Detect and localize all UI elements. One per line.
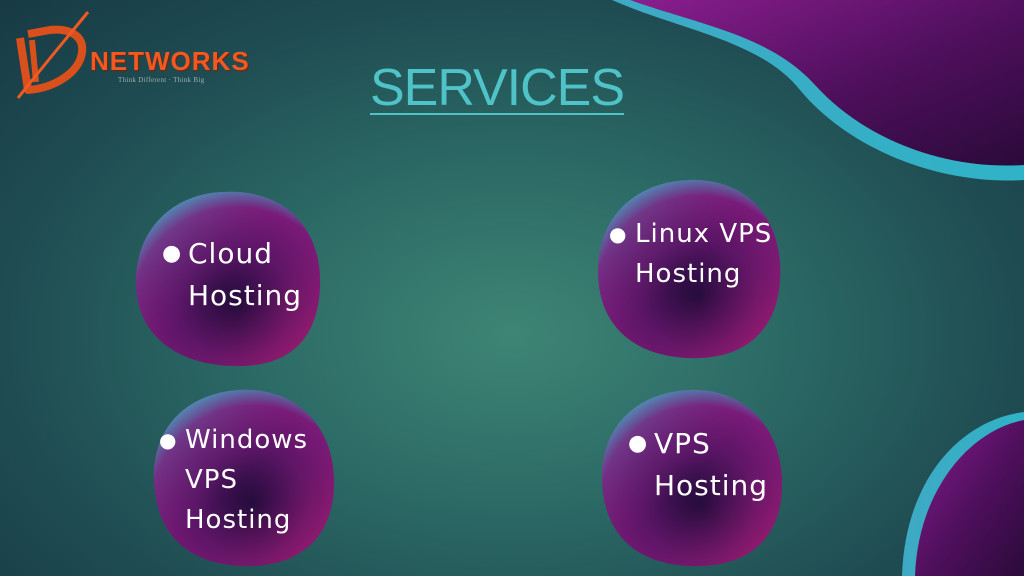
bullet-icon: ● <box>159 428 178 452</box>
service-item-linux-vps-hosting: ● Linux VPS Hosting <box>609 214 772 294</box>
logo-d-icon <box>16 11 90 99</box>
service-item-vps-hosting: ● VPS Hosting <box>628 423 768 507</box>
logo-tagline: Think Different · Think Big <box>118 76 205 84</box>
page-title: SERVICES <box>370 59 625 117</box>
service-blob-vps <box>601 389 783 567</box>
service-item-windows-vps-hosting: ● Windows VPS Hosting <box>159 420 308 540</box>
service-blob-cloud <box>135 191 321 367</box>
service-blob-windows <box>153 389 335 567</box>
bullet-icon: ● <box>628 431 649 456</box>
service-item-cloud-hosting: ● Cloud Hosting <box>162 233 302 317</box>
service-blob-linux <box>598 179 781 359</box>
bullet-icon: ● <box>162 241 183 266</box>
bullet-icon: ● <box>609 222 628 246</box>
logo-brand-text: NETWORKS <box>90 46 250 76</box>
company-logo: NETWORKS Think Different · Think Big <box>10 10 280 100</box>
